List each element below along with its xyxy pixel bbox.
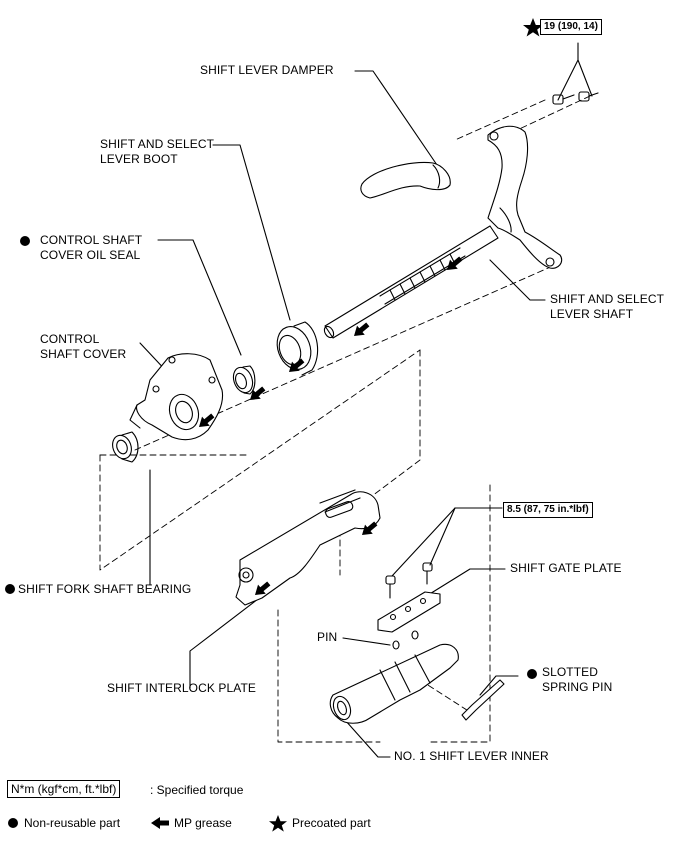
bearing-shape (112, 431, 139, 463)
bolt-mid-1 (385, 575, 396, 599)
boot-ring (276, 321, 319, 376)
interlock-shape (235, 491, 381, 606)
label-shift-gate-plate: SHIFT GATE PLATE (510, 561, 622, 575)
lever-inner-shape (329, 643, 459, 724)
leader-damper (354, 70, 438, 166)
non-reusable-dot-spring-pin (527, 669, 537, 679)
non-reusable-dot-oil-seal (20, 236, 30, 246)
gate-plate-shape (377, 591, 441, 633)
grease-arrows (195, 253, 465, 600)
pin-shape (392, 640, 400, 650)
cover-shape (136, 353, 224, 441)
leader-oil-seal (157, 239, 242, 356)
label-slotted-spring-pin: SLOTTED SPRING PIN (542, 665, 613, 694)
label-shift-interlock-plate: SHIFT INTERLOCK PLATE (107, 681, 257, 695)
torque-badge-top: 19 (190, 14) (540, 19, 602, 35)
bolt-top-2 (578, 91, 599, 102)
legend-dot-icon (8, 818, 18, 828)
legend-precoated: Precoated part (292, 816, 371, 830)
label-no1-shift-lever-inner: NO. 1 SHIFT LEVER INNER (394, 749, 549, 763)
legend-torque-desc: : Specified torque (150, 783, 244, 797)
damper-shape (360, 161, 451, 199)
label-shift-fork-shaft-bearing: SHIFT FORK SHAFT BEARING (18, 582, 192, 596)
leader-boot (212, 144, 291, 321)
non-reusable-dot-bearing (5, 584, 15, 594)
leader-torque-top-2 (577, 59, 593, 97)
label-control-shaft-cover: CONTROL SHAFT COVER (40, 332, 127, 361)
leader-interlock (189, 595, 263, 689)
leader-spring-pin (479, 675, 519, 696)
leader-pin (342, 637, 391, 646)
bolt-top-1 (552, 94, 575, 105)
precoated-star-top (523, 18, 543, 37)
label-control-shaft-cover-oil-seal: CONTROL SHAFT COVER OIL SEAL (40, 233, 143, 262)
legend-torque-box: N*m (kgf*cm, ft.*lbf) (7, 780, 121, 798)
torque-badge-mid: 8.5 (87, 75 in.*lbf) (503, 502, 593, 518)
leader-gate-plate (419, 568, 506, 601)
leader-lever-inner (344, 719, 391, 758)
lever-arm (487, 125, 563, 269)
oil-seal-ring (232, 365, 256, 395)
label-shift-lever-damper: SHIFT LEVER DAMPER (200, 63, 334, 77)
legend-non-reusable: Non-reusable part (24, 816, 121, 830)
leader-lever-shaft (489, 259, 546, 301)
label-pin: PIN (317, 630, 338, 644)
legend-star-icon (269, 815, 287, 832)
leader-torque-top (557, 42, 579, 101)
spring-pin-shape (461, 679, 505, 721)
bolt-mid-2 (422, 562, 433, 585)
leader-torque-mid (391, 507, 503, 577)
legend-arrow-icon (151, 817, 169, 829)
label-shift-select-lever-shaft: SHIFT AND SELECT LEVER SHAFT (550, 292, 665, 321)
leader-torque-mid-2 (429, 507, 456, 566)
label-shift-select-lever-boot: SHIFT AND SELECT LEVER BOOT (100, 137, 215, 166)
legend-mp-grease: MP grease (174, 816, 232, 830)
